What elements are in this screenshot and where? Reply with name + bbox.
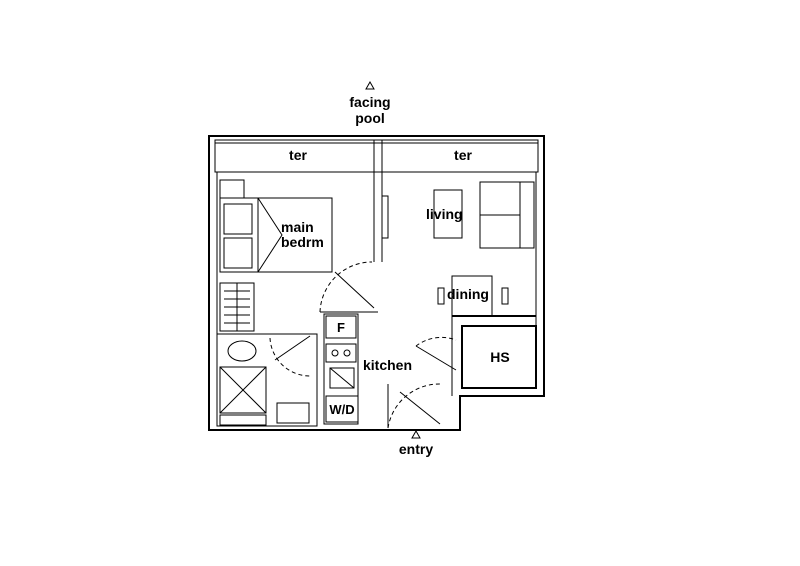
dining-label: dining (447, 286, 489, 302)
shower-tray (219, 366, 267, 414)
toilet-icon (227, 340, 257, 362)
terrace: ter ter (214, 139, 539, 262)
pool-label: pool (355, 110, 385, 126)
household-shelter: HS (461, 325, 537, 389)
terrace-right-label: ter (454, 147, 472, 163)
bed (219, 197, 333, 273)
living-label: living (426, 206, 463, 222)
stove-icon (325, 343, 357, 363)
sink-icon (329, 367, 355, 389)
outer-walls (208, 135, 545, 431)
fridge-label: F (337, 320, 345, 335)
bedroom-label-1: main (281, 219, 314, 235)
bathroom (216, 333, 318, 427)
entry-marker: entry (399, 429, 433, 457)
wardrobe (219, 282, 255, 332)
living-area: living (426, 181, 535, 249)
main-bedroom: main bedrm (219, 179, 333, 273)
bedroom-label-2: bedrm (281, 234, 324, 250)
entry-door[interactable] (387, 383, 441, 429)
entry-arrow-icon (411, 429, 421, 439)
sliding-door (381, 195, 389, 239)
terrace-left-label: ter (289, 147, 307, 163)
facing-pool-marker: facing pool (349, 80, 391, 126)
entry-label: entry (399, 441, 433, 457)
hs-door[interactable] (415, 336, 457, 371)
kitchen: F W/D kitchen (323, 313, 412, 425)
washer-dryer (325, 395, 359, 423)
fridge (325, 315, 357, 339)
hs-label: HS (490, 349, 509, 365)
bed-headboard (219, 179, 245, 199)
partitions (451, 315, 536, 396)
bedroom-door[interactable] (319, 261, 378, 313)
kitchen-label: kitchen (363, 357, 412, 373)
dining-area: dining (437, 275, 509, 317)
washer-dryer-label: W/D (329, 402, 354, 417)
basin-icon (276, 402, 310, 424)
facing-label: facing (349, 94, 390, 110)
facing-arrow-icon (365, 80, 375, 90)
coffee-table (433, 189, 463, 239)
